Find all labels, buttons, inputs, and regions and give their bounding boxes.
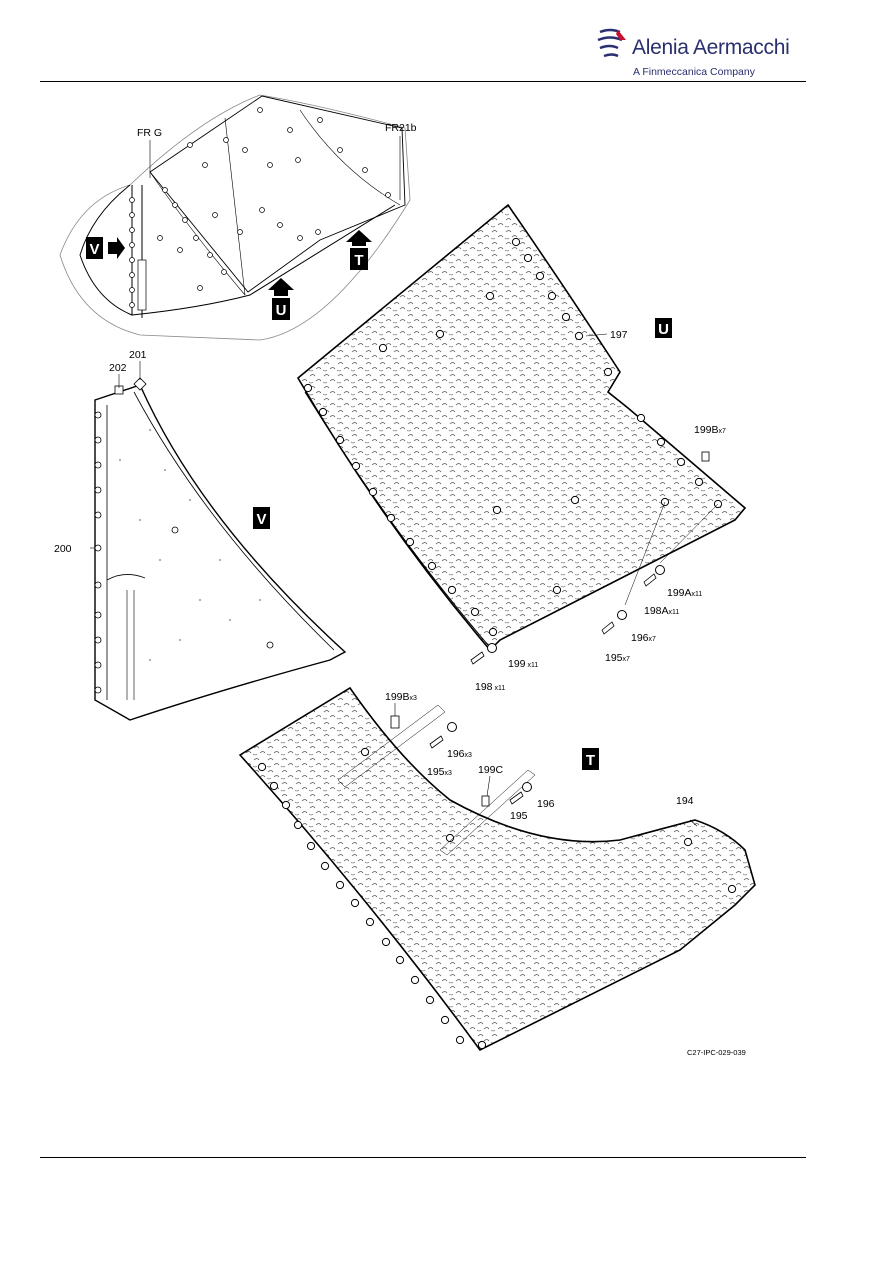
callout-195-u: 195x7: [605, 652, 630, 664]
panel-197: U: [296, 203, 747, 665]
callouts: 197 199Bx7 199Ax11 198Ax11 196x7 195x7 1…: [54, 329, 746, 1057]
brand-logo-mark-icon: [597, 28, 626, 58]
view-u-label: U: [658, 321, 669, 338]
callout-194: 194: [676, 795, 694, 807]
frame-label-left: FR G: [137, 127, 162, 139]
callout-195-t2: 195: [510, 810, 528, 822]
callout-196-t: 196x3: [447, 748, 472, 760]
callout-198a: 198Ax11: [644, 605, 679, 617]
panel-200: V: [90, 377, 347, 721]
callout-199a: 199Ax11: [667, 587, 702, 599]
brand-subtitle: A Finmeccanica Company: [633, 66, 755, 78]
callout-201: 201: [129, 349, 147, 361]
view-v-label: V: [256, 511, 266, 528]
callout-202: 202: [109, 362, 127, 374]
callout-199c: 199C: [478, 764, 504, 776]
nose-overview: V U T FR G FR21b: [59, 94, 417, 341]
brand-logo: Alenia Aermacchi A Finmeccanica Company: [596, 22, 796, 82]
callout-196-t2: 196: [537, 798, 555, 810]
callout-200: 200: [54, 543, 72, 555]
callout-199b-t: 199Bx3: [385, 691, 417, 703]
view-t-label-overview: T: [354, 252, 363, 269]
view-v-label-overview: V: [89, 241, 99, 258]
brand-name: Alenia Aermacchi: [632, 36, 790, 59]
figure-id: C27-IPC-029-039: [687, 1048, 746, 1057]
view-t-label: T: [586, 752, 595, 769]
footer-rule: [40, 1157, 806, 1158]
panel-194: T: [238, 686, 756, 1052]
header-rule: [40, 81, 806, 82]
callout-195-t: 195x3: [427, 766, 452, 778]
callout-196-u: 196x7: [631, 632, 656, 644]
view-u-label-overview: U: [276, 302, 287, 319]
frame-label-right: FR21b: [385, 122, 417, 134]
callout-199b-u: 199Bx7: [694, 424, 726, 436]
callout-197: 197: [610, 329, 628, 341]
